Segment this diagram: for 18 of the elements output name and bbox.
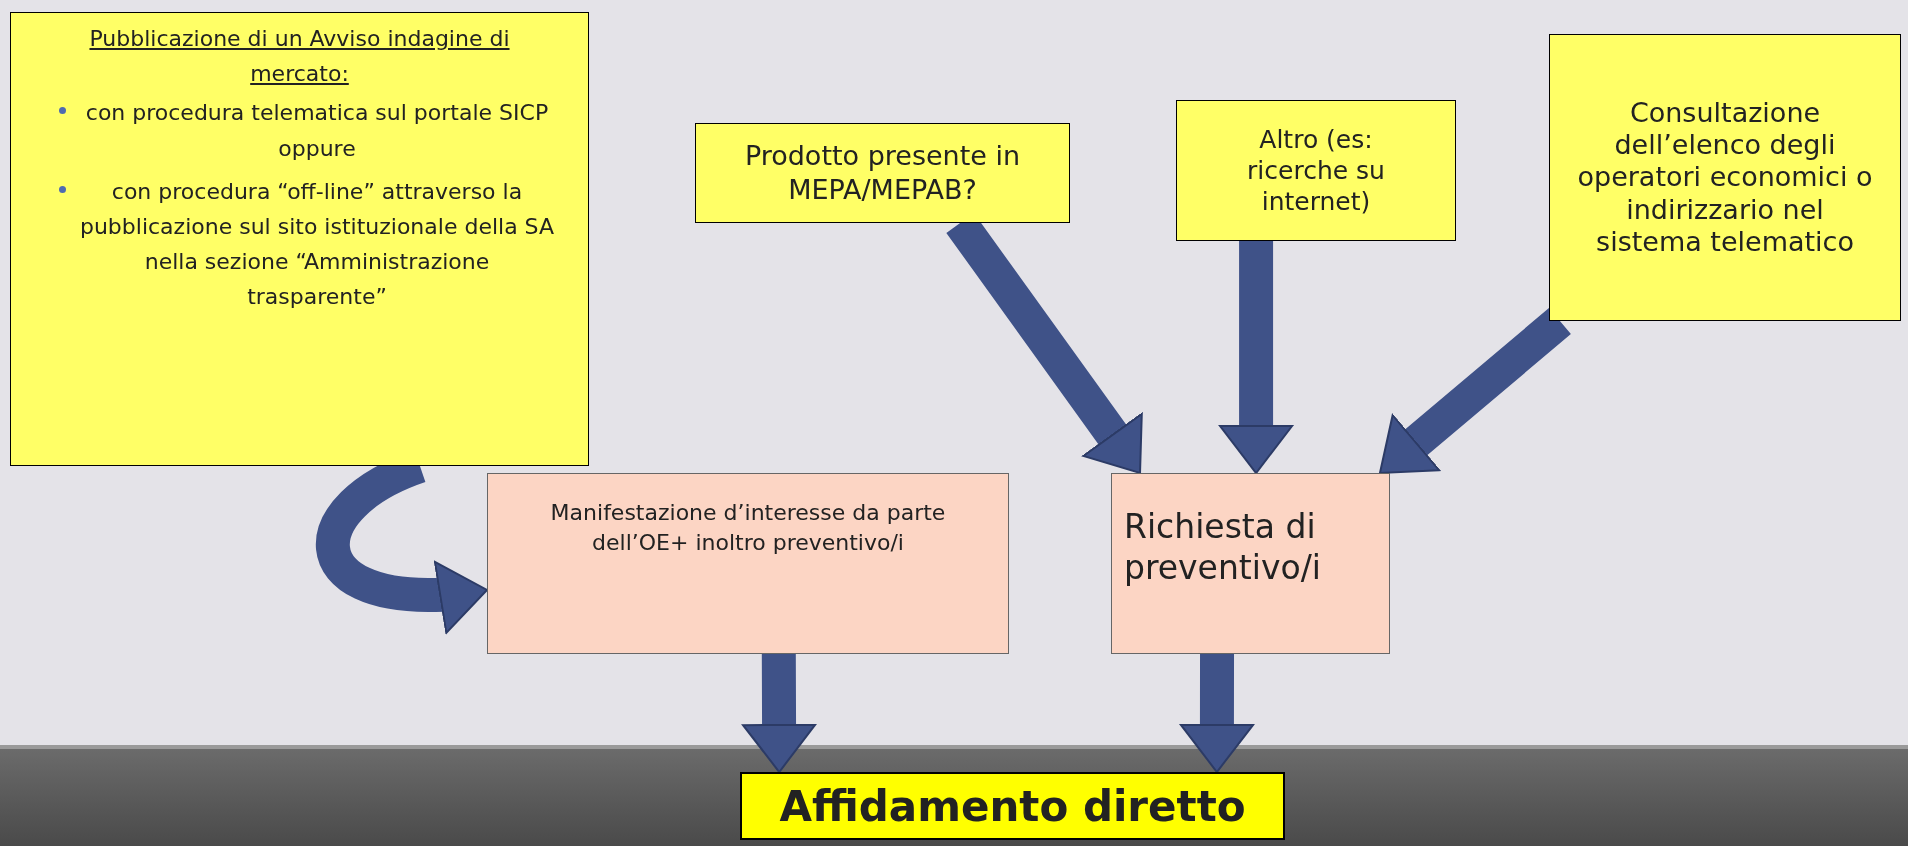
process-box: [1549, 34, 1901, 321]
process-box: [487, 473, 1009, 654]
box-text: Consultazione dell’elenco degli operatori economici o indirizzario nel sistema telematico: [1576, 96, 1874, 259]
bullet-text: con procedura “off-line” attraverso la pubblicazione sul sito istituzionale della SA nella sezione “Amministrazione trasparente”: [78, 177, 556, 312]
box-text: Prodotto presente in MEPA/MEPAB?: [743, 139, 1022, 207]
box-text: Richiesta di preventivo/i: [1124, 506, 1322, 589]
process-box: [695, 123, 1070, 223]
result-box: [740, 772, 1285, 840]
block-arrow: [1179, 654, 1254, 773]
box-text: Altro (es: ricerche su internet): [1246, 123, 1386, 218]
block-arrow: [742, 653, 817, 773]
process-box: [1111, 473, 1390, 654]
box-text: Affidamento diretto: [779, 780, 1246, 833]
process-box: [10, 12, 589, 466]
process-box: [1176, 100, 1456, 241]
heading: Pubblicazione di un Avviso indagine di mercato:: [88, 25, 511, 89]
box-text: Manifestazione d’interesse da parte dell’OE+ inoltro preventivo/i: [549, 499, 947, 558]
block-arrow: [1219, 241, 1294, 474]
